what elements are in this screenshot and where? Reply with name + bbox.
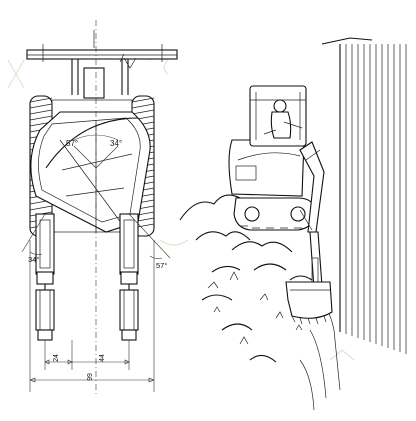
upper-structure-rotated	[30, 111, 151, 233]
building-wall	[321, 37, 407, 354]
top-view-drawing: 57° 34° 34° 57°	[21, 20, 178, 396]
excavator-undercarriage	[233, 197, 317, 231]
swing-angle-left: 57°	[66, 139, 78, 148]
excavator-bucket	[285, 281, 333, 325]
dimension-lines	[29, 240, 155, 392]
boom-right	[119, 213, 139, 341]
swing-angle-right: 34°	[110, 139, 122, 148]
boom-angle-right: 57°	[156, 261, 167, 270]
dimension-overall-width: 99	[87, 373, 94, 381]
dozer-blade	[26, 44, 178, 69]
dimension-offset-b: 44	[99, 354, 106, 362]
boom-angle-left: 34°	[28, 255, 39, 264]
side-view-illustration	[179, 37, 407, 411]
excavator-cab	[228, 85, 307, 197]
excavator-arm	[299, 141, 325, 289]
boom-left	[35, 213, 55, 341]
dimension-offset-a: 24	[53, 354, 60, 362]
